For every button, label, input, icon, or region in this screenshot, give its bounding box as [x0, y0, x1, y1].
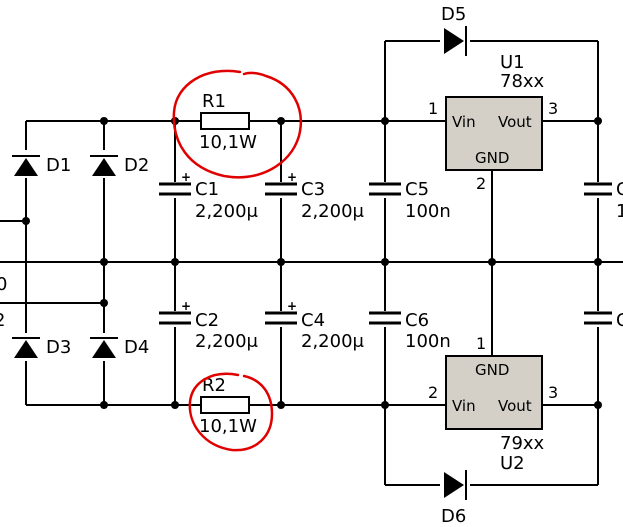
regulator-body	[445, 355, 543, 430]
edge-label: 1	[616, 201, 623, 222]
pin-number: 3	[548, 383, 558, 402]
regulator-ref: U2	[500, 453, 525, 474]
capacitor-value: 2,200μ	[195, 201, 259, 222]
junction-dot	[171, 258, 179, 266]
junction-dot	[22, 217, 30, 225]
capacitor-c4: + C4 2,200μ	[264, 299, 365, 352]
junction-dot	[381, 401, 389, 409]
pin-number: 1	[476, 334, 486, 353]
diode-d4: D4	[90, 333, 149, 361]
edge-label: 0	[0, 274, 7, 295]
edge-label: C	[616, 310, 623, 331]
polarity-plus: +	[181, 299, 191, 313]
junction-dot	[594, 401, 602, 409]
capacitor-ref: C3	[301, 179, 325, 200]
capacitor-value: 100n	[405, 201, 451, 222]
junction-dot	[594, 117, 602, 125]
edge-label: C	[616, 179, 623, 200]
junction-dot	[100, 401, 108, 409]
annotation-circle-r1	[172, 69, 303, 179]
annotation-circle-r2	[188, 372, 274, 452]
junction-dot	[277, 401, 285, 409]
pin-name-vout: Vout	[498, 113, 532, 131]
capacitor-ref: C1	[195, 179, 219, 200]
junction-dot	[277, 117, 285, 125]
diode-label: D6	[441, 506, 466, 527]
regulator-u1: U1 78xx Vin Vout GND 1 3 2	[428, 52, 558, 193]
diode-d2: D2	[90, 150, 149, 178]
capacitor-c5: C5 100n	[368, 179, 451, 222]
diode-label: D5	[441, 4, 466, 25]
capacitor-c3: + C3 2,200μ	[264, 170, 365, 222]
diode-d5: D5	[440, 4, 470, 56]
polarity-plus: +	[287, 299, 297, 313]
pin-number: 3	[548, 99, 558, 118]
capacitor-ref: C4	[301, 310, 325, 331]
diode-label: D4	[124, 337, 149, 358]
resistor-r2: R2 10,1W	[199, 375, 257, 437]
diode-label: D3	[46, 337, 71, 358]
diode-label: D2	[124, 155, 149, 176]
diode-label: D1	[46, 155, 71, 176]
regulator-body	[445, 96, 543, 171]
junction-dot	[381, 258, 389, 266]
regulator-u2: GND Vin Vout 1 2 3 79xx U2	[428, 334, 558, 474]
annotation-circles	[172, 69, 303, 452]
capacitor-partial-right-top: C 1	[584, 179, 623, 222]
capacitor-ref: C5	[405, 179, 429, 200]
pin-name-gnd: GND	[475, 361, 509, 379]
junction-dot	[171, 401, 179, 409]
pin-number: 2	[428, 383, 438, 402]
pin-name-vin: Vin	[452, 397, 476, 415]
capacitor-c1: + C1 2,200μ	[158, 170, 259, 222]
polarity-plus: +	[287, 170, 297, 184]
diode-d3: D3	[12, 333, 71, 361]
pin-number: 1	[428, 99, 438, 118]
junction-dot	[100, 299, 108, 307]
resistor-value: 10,1W	[199, 132, 257, 153]
pin-name-vout: Vout	[498, 397, 532, 415]
capacitor-value: 2,200μ	[301, 331, 365, 352]
capacitor-ref: C2	[195, 310, 219, 331]
pin-number: 2	[476, 174, 486, 193]
polarity-plus: +	[181, 170, 191, 184]
regulator-part: 78xx	[500, 71, 545, 92]
resistor-ref: R2	[202, 375, 226, 396]
junction-dot	[488, 258, 496, 266]
capacitor-partial-right-bottom: C	[584, 310, 623, 331]
regulator-part: 79xx	[500, 433, 545, 454]
resistor-ref: R1	[202, 91, 226, 112]
capacitor-c6: C6 100n	[368, 310, 451, 352]
edge-label: 2	[0, 310, 5, 331]
pin-name-vin: Vin	[452, 113, 476, 131]
diode-d6: D6	[440, 470, 470, 527]
regulator-ref: U1	[500, 52, 525, 73]
capacitor-c2: + C2 2,200μ	[158, 299, 259, 352]
capacitor-value: 100n	[405, 331, 451, 352]
resistor-value: 10,1W	[199, 416, 257, 437]
junction-dot	[100, 258, 108, 266]
capacitor-ref: C6	[405, 310, 429, 331]
pin-name-gnd: GND	[475, 149, 509, 167]
capacitor-value: 2,200μ	[195, 331, 259, 352]
junction-dot	[594, 258, 602, 266]
junction-dot	[277, 258, 285, 266]
diode-d1: D1	[12, 150, 71, 178]
junction-dot	[100, 117, 108, 125]
resistor-r1: R1 10,1W	[199, 91, 257, 153]
capacitor-value: 2,200μ	[301, 201, 365, 222]
junction-dot	[381, 117, 389, 125]
